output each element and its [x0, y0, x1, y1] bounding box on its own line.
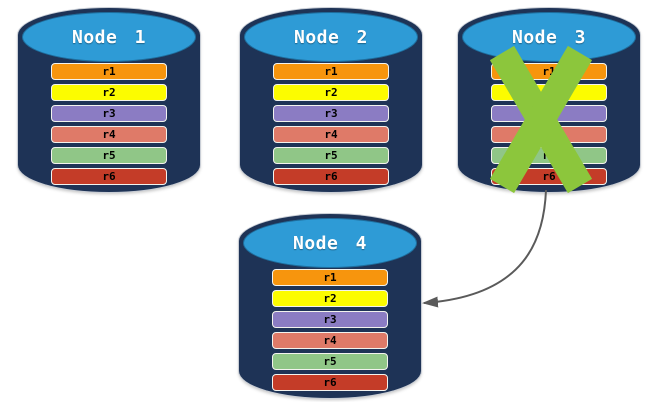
replica-row: r6 [273, 168, 389, 185]
node-1-cylinder-top: Node 1 [22, 12, 196, 62]
replica-row: r4 [272, 332, 388, 349]
replica-row: r4 [491, 126, 607, 143]
replica-row: r6 [51, 168, 167, 185]
replica-row: r4 [51, 126, 167, 143]
node-4: Node 4 r1 r2 r3 r4 r5 r6 [239, 214, 421, 398]
replica-row: r3 [491, 105, 607, 122]
replica-row: r1 [272, 269, 388, 286]
node-3-cylinder-top: Node 3 [462, 12, 636, 62]
node-4-title: Node 4 [292, 232, 368, 254]
node-1-replica-list: r1 r2 r3 r4 r5 r6 [51, 63, 167, 185]
node-2-cylinder-top: Node 2 [244, 12, 418, 62]
node-3-title: Node 3 [511, 26, 587, 48]
replica-row: r1 [491, 63, 607, 80]
replica-row: r3 [273, 105, 389, 122]
replica-row: r2 [51, 84, 167, 101]
node-2: Node 2 r1 r2 r3 r4 r5 r6 [240, 8, 422, 192]
replica-row: r2 [272, 290, 388, 307]
replica-row: r6 [272, 374, 388, 391]
replica-row: r5 [51, 147, 167, 164]
node-3-replica-list: r1 r2 r3 r4 r5 r6 [491, 63, 607, 185]
node-3: Node 3 r1 r2 r3 r4 r5 r6 [458, 8, 640, 192]
replica-row: r2 [491, 84, 607, 101]
node-2-replica-list: r1 r2 r3 r4 r5 r6 [273, 63, 389, 185]
node-4-replica-list: r1 r2 r3 r4 r5 r6 [272, 269, 388, 391]
replica-row: r1 [51, 63, 167, 80]
replica-row: r5 [272, 353, 388, 370]
replica-row: r2 [273, 84, 389, 101]
replica-row: r4 [273, 126, 389, 143]
replica-row: r3 [272, 311, 388, 328]
replica-row: r3 [51, 105, 167, 122]
replica-row: r5 [273, 147, 389, 164]
node-1-title: Node 1 [71, 26, 147, 48]
migration-arrow [422, 189, 547, 308]
node-2-title: Node 2 [293, 26, 369, 48]
replica-row: r1 [273, 63, 389, 80]
replica-row: r6 [491, 168, 607, 185]
node-1: Node 1 r1 r2 r3 r4 r5 r6 [18, 8, 200, 192]
replica-row: r5 [491, 147, 607, 164]
node-4-cylinder-top: Node 4 [243, 218, 417, 268]
